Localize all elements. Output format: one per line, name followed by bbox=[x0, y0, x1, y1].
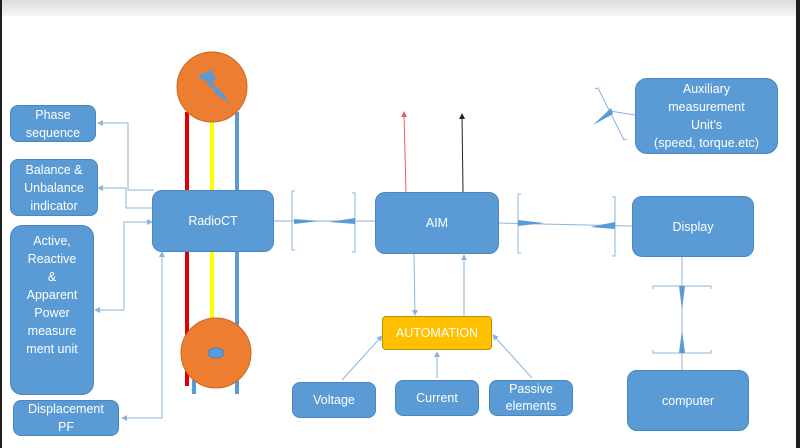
link-display-computer bbox=[652, 257, 712, 370]
ct-core bbox=[180, 317, 252, 389]
display-box: Display bbox=[632, 196, 754, 257]
aim-box: AIM bbox=[375, 192, 499, 254]
passive-elements-box: Passive elements bbox=[489, 380, 573, 416]
radioct-box: RadioCT bbox=[152, 190, 274, 252]
power-measurement-box: Active, Reactive & Apparent Power measur… bbox=[10, 225, 94, 395]
link-aim-display bbox=[497, 193, 633, 257]
toroid-core-icon bbox=[207, 347, 225, 359]
link-auxiliary bbox=[593, 87, 636, 141]
balance-indicator-box: Balance & Unbalance indicator bbox=[10, 159, 98, 216]
current-box: Current bbox=[395, 380, 479, 416]
link-aim-automation bbox=[411, 253, 467, 316]
top-bar bbox=[2, 0, 796, 16]
lightning-icon bbox=[197, 70, 230, 104]
automation-box: AUTOMATION bbox=[382, 316, 492, 350]
voltage-box: Voltage bbox=[292, 382, 376, 418]
left-connectors bbox=[94, 120, 165, 421]
aim-output-black bbox=[459, 113, 466, 193]
aim-output-red bbox=[401, 111, 408, 193]
displacement-pf-box: Displacement PF bbox=[13, 400, 119, 436]
source-circle bbox=[176, 51, 248, 123]
automation-inputs bbox=[341, 334, 533, 381]
computer-box: computer bbox=[627, 370, 749, 431]
auxiliary-measurement-box: Auxiliary measurement Unit’s (speed, tor… bbox=[635, 78, 778, 154]
phase-sequence-box: Phase sequence bbox=[10, 105, 96, 142]
link-radioct-aim bbox=[273, 190, 376, 253]
